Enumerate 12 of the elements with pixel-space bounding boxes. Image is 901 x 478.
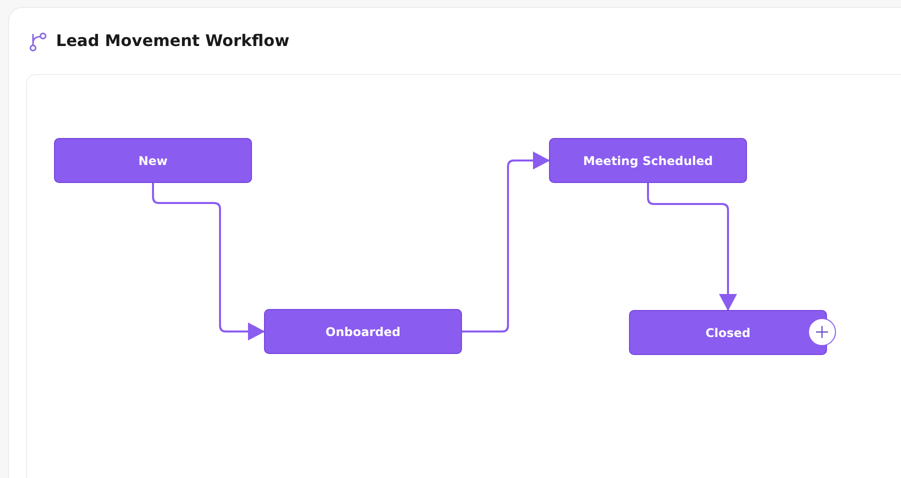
status-box — [549, 138, 747, 183]
status-label: Onboarded — [326, 324, 400, 338]
arrow — [647, 183, 737, 311]
status-label: New — [138, 154, 168, 168]
status-label: Meeting Scheduled — [583, 154, 713, 168]
status-box — [629, 310, 827, 355]
arrow — [152, 183, 265, 340]
status-box — [54, 138, 252, 183]
status-box — [264, 309, 462, 354]
arrow — [462, 152, 550, 332]
status-label: Closed — [705, 326, 751, 340]
title: Lead Movement Workflow — [56, 31, 290, 50]
